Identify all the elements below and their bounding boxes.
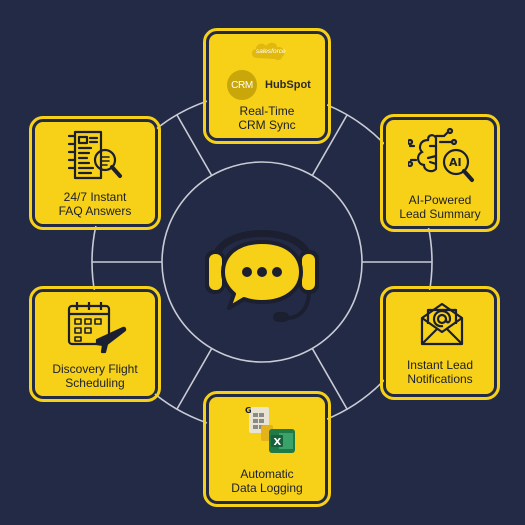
node-label-line-2: Scheduling	[65, 375, 125, 390]
salesforce-text: salesforce	[256, 48, 286, 55]
node-data-logging: G X Automatic Data Logging	[203, 391, 331, 507]
node-label-line-1: Discovery Flight	[52, 362, 138, 376]
spreadsheet-apps-icon: G X	[243, 403, 299, 462]
crm-badge-icon: CRM	[227, 70, 257, 100]
node-label-line-1: 24/7 Instant	[63, 190, 127, 204]
svg-text:G: G	[245, 406, 252, 415]
node-label-line-1: Instant Lead	[406, 358, 474, 372]
node-label-line-2: FAQ Answers	[58, 203, 132, 218]
ai-badge-text: AI	[449, 156, 462, 169]
node-label-line-2: CRM Sync	[238, 117, 296, 132]
node-label: Discovery Flight Scheduling	[35, 362, 155, 390]
node-lead-notifications: Instant Lead Notifications	[380, 286, 500, 400]
node-crm-sync: salesforce CRM HubSpot Real-Time CRM Syn…	[203, 28, 331, 144]
email-envelope-icon	[418, 300, 466, 353]
crm-badge-text: CRM	[231, 79, 253, 91]
ai-brain-magnifier-icon: AI	[406, 126, 476, 193]
node-label: Automatic Data Logging	[209, 467, 325, 495]
node-label-line-2: Notifications	[407, 371, 473, 386]
node-flight-scheduling: Discovery Flight Scheduling	[29, 286, 161, 402]
salesforce-logo: salesforce	[249, 40, 289, 67]
node-label-line-2: Data Logging	[231, 480, 303, 495]
node-label-line-1: Real-Time	[239, 104, 295, 118]
node-label-line-1: AI-Powered	[408, 193, 472, 207]
node-label-line-2: Lead Summary	[399, 206, 481, 221]
calendar-airplane-icon	[67, 300, 127, 359]
node-label: Real-Time CRM Sync	[209, 104, 325, 132]
hubspot-logo: HubSpot	[265, 79, 311, 91]
node-ai-lead-summary: AI AI-Powered Lead Summary	[380, 114, 500, 232]
document-search-icon	[65, 128, 123, 189]
node-label: Instant Lead Notifications	[386, 358, 494, 386]
svg-text:X: X	[274, 437, 282, 448]
node-label: 24/7 Instant FAQ Answers	[35, 190, 155, 218]
node-label: AI-Powered Lead Summary	[386, 193, 494, 221]
headset-chat-bubble-icon	[197, 200, 327, 335]
node-label-line-1: Automatic	[240, 467, 294, 481]
node-faq-answers: 24/7 Instant FAQ Answers	[29, 116, 161, 230]
